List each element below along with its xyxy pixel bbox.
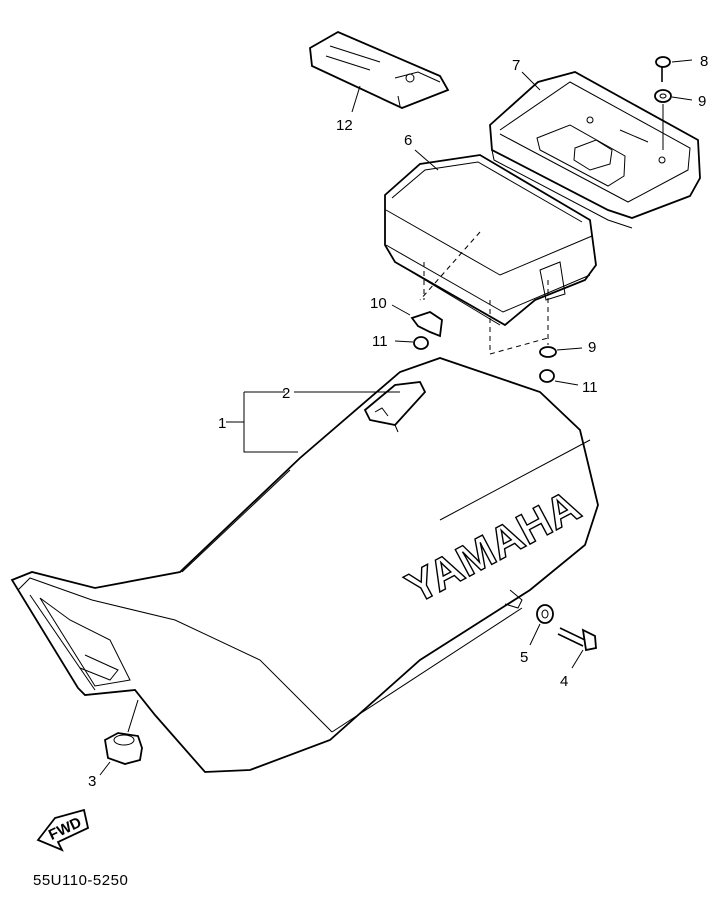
part-11-nut-left bbox=[394, 336, 429, 350]
callout-10: 10 bbox=[370, 295, 387, 312]
callout-2: 2 bbox=[282, 385, 290, 402]
dash-6c bbox=[489, 300, 549, 355]
leader-1-bracket bbox=[226, 391, 400, 453]
callout-6: 6 bbox=[404, 132, 412, 149]
catalog-code: 55U110-5250 bbox=[33, 872, 129, 889]
part-10-clip bbox=[391, 304, 443, 338]
callout-9-lower: 9 bbox=[588, 339, 596, 356]
callout-5: 5 bbox=[520, 649, 528, 666]
callout-8: 8 bbox=[700, 53, 708, 70]
fwd-arrow: FWD bbox=[36, 808, 90, 852]
part-2-seat-hook bbox=[363, 381, 427, 433]
part-12-document-pouch bbox=[309, 30, 450, 109]
part-7-tray-cover bbox=[489, 71, 701, 229]
callout-7: 7 bbox=[512, 57, 520, 74]
part-11-nut-right bbox=[539, 369, 579, 386]
leader-7 bbox=[521, 71, 541, 91]
callout-11-left: 11 bbox=[372, 333, 388, 350]
callout-11-right: 11 bbox=[582, 379, 598, 396]
callout-9-top: 9 bbox=[698, 93, 706, 110]
part-4-bolt bbox=[557, 627, 597, 669]
part-6-tool-box bbox=[384, 154, 597, 327]
dash-6a bbox=[419, 231, 481, 301]
part-9-washer-top bbox=[654, 89, 693, 103]
callout-1: 1 bbox=[218, 415, 226, 432]
callout-4: 4 bbox=[560, 673, 568, 690]
part-8-screw bbox=[655, 56, 693, 82]
callout-3: 3 bbox=[88, 773, 96, 790]
part-9-washer-lower bbox=[539, 346, 583, 358]
part-3-damper bbox=[99, 699, 143, 776]
callout-12: 12 bbox=[336, 117, 353, 134]
leader-6 bbox=[414, 149, 439, 171]
part-5-washer bbox=[529, 604, 554, 646]
leader-12 bbox=[351, 85, 361, 113]
part-1-seat bbox=[10, 357, 599, 773]
